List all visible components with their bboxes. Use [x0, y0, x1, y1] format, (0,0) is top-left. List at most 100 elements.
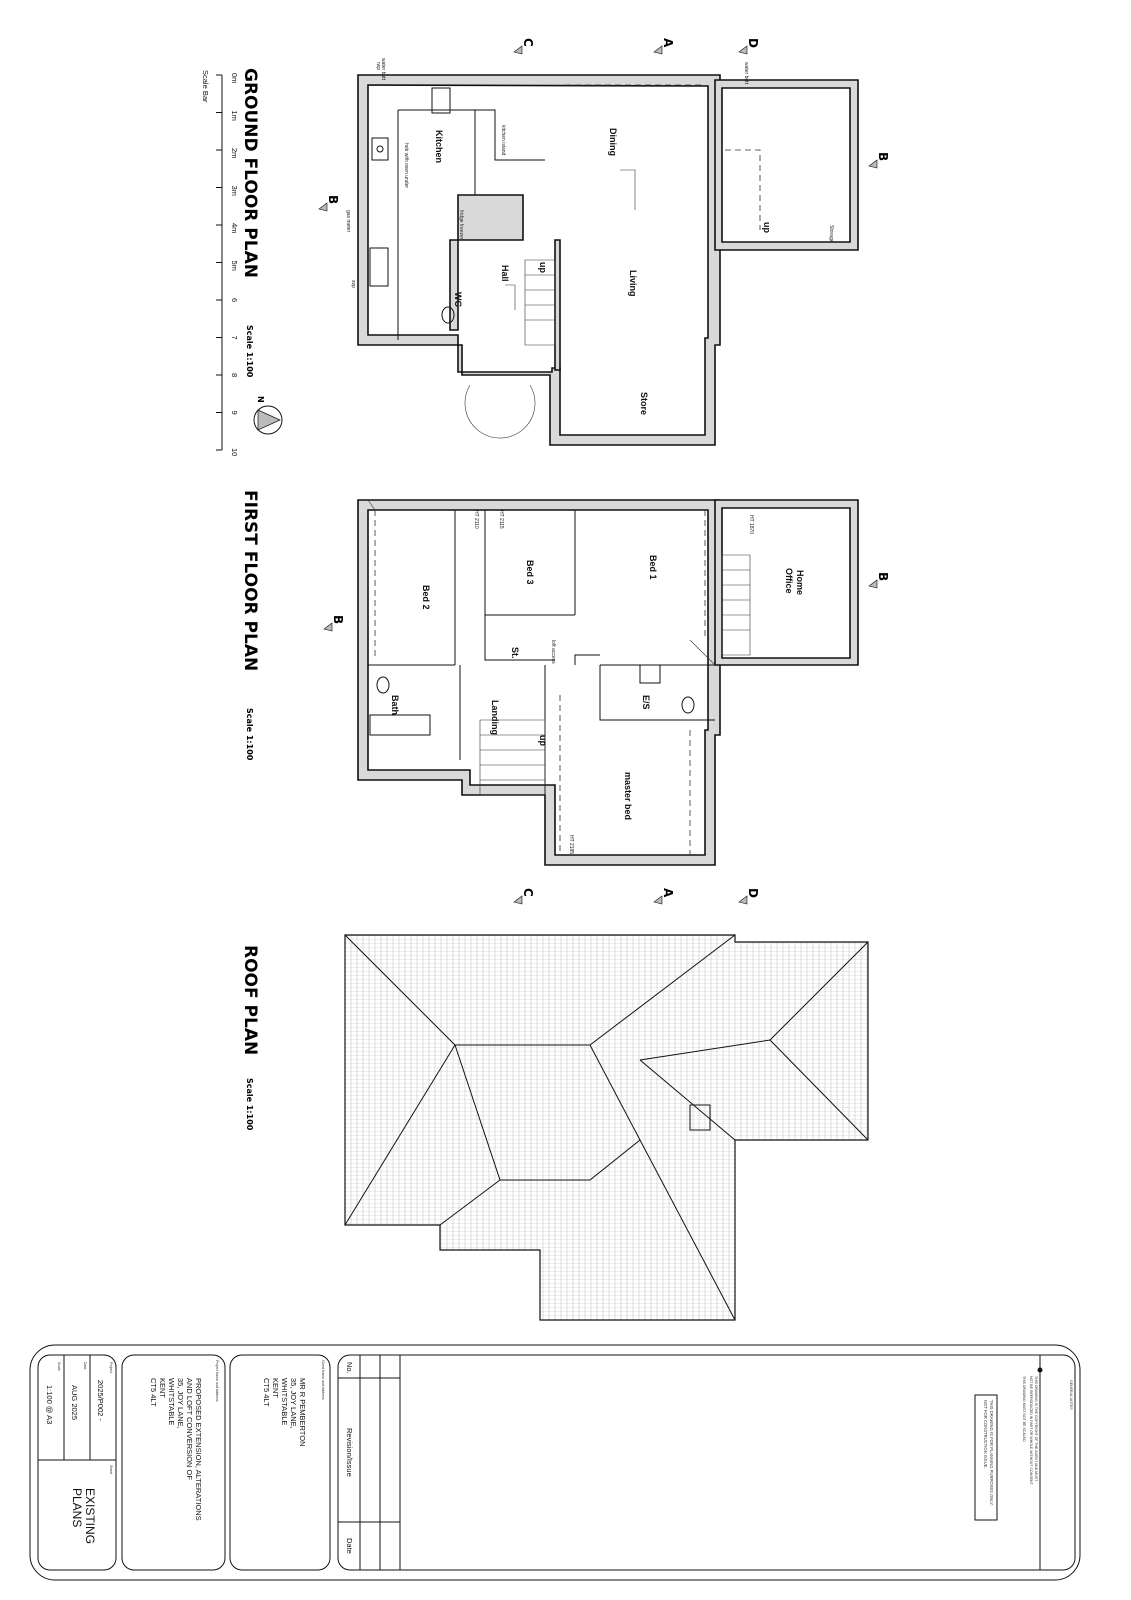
first-floor-scale: Scale 1:100: [245, 708, 254, 761]
ground-floor-plan: Kitchen Dining Living Hall WC Store up u…: [345, 58, 859, 446]
note-line: THIS DRAWING IS THE COPYRIGHT OF THE AGE…: [1034, 1376, 1038, 1482]
project-address-line: CT5 4LT: [149, 1378, 158, 1407]
scale-bar-tick-label: 0m: [230, 73, 239, 83]
section-marker-b: B: [876, 572, 890, 581]
room-label-store: Store: [639, 392, 649, 415]
loft-access-label: loft access: [550, 640, 556, 664]
stair-up-label-2: up: [762, 222, 772, 233]
project-address-line: AND LOFT CONVERSION OF: [185, 1378, 194, 1480]
section-marker-c: C: [521, 38, 535, 47]
height-label: HT 2115: [498, 510, 504, 529]
rwp-label: rwp: [375, 62, 381, 70]
stair-up-label: up: [538, 735, 548, 746]
section-marker-b: B: [331, 615, 345, 624]
room-label-living: Living: [628, 270, 638, 297]
section-marker-arrow: [323, 622, 333, 632]
section-marker-arrow: [513, 895, 523, 905]
ground-floor-scale: Scale 1:100: [245, 325, 254, 378]
revision-date-header: Date: [345, 1538, 354, 1554]
room-label-wc: WC: [453, 292, 463, 307]
hob-label: hob with oven under: [403, 143, 409, 188]
stair-up-label: up: [538, 262, 548, 273]
scale-label: Scale: [57, 1362, 61, 1371]
scale-value: 1:100 @ A3: [45, 1385, 54, 1424]
date-value: AUG 2025: [70, 1385, 79, 1420]
office-stairs: [721, 554, 751, 656]
landing-stairs: [479, 719, 546, 796]
room-label-landing: Landing: [490, 700, 500, 735]
client-address-line: 35, JOY LANE,: [289, 1378, 298, 1429]
room-label-kitchen: Kitchen: [434, 130, 444, 163]
section-marker-arrow: [738, 895, 748, 905]
storage-label: Storage: [828, 225, 834, 243]
note-line: THIS DRAWING MUST NOT BE SCALED.: [1022, 1376, 1026, 1442]
hob-icon: [371, 137, 389, 161]
partition-walls: [368, 510, 715, 855]
room-label-home-office-1: Home: [795, 570, 805, 595]
room-label-hall: Hall: [500, 265, 510, 282]
project-address-line: 35, JOY LANE,: [176, 1378, 185, 1429]
water-butt-label: water butt: [380, 58, 386, 81]
title-block: No. Revision/Issue Date GENERAL NOTES TH…: [29, 1344, 1081, 1581]
room-label-home-office-2: Office: [784, 568, 794, 594]
water-butt-label-2: water butt: [743, 62, 749, 85]
room-label-bed-1: Bed 1: [648, 555, 658, 580]
planning-notice: THIS DRAWING IS FOR PLANNING PURPOSES ON…: [989, 1400, 994, 1506]
room-label-bath: Bath: [390, 695, 400, 715]
project-no-label: Project: [109, 1362, 113, 1373]
height-label: HT 2185: [568, 835, 574, 854]
height-label: HT 1870: [748, 515, 754, 534]
scale-bar-tick-label: 9: [230, 411, 239, 415]
section-marker-arrow: [738, 45, 748, 55]
project-address-line: PROPOSED EXTENSION, ALTERATIONS: [194, 1378, 203, 1521]
bathtub-icon: [369, 714, 431, 736]
first-floor-plan: Bed 2 Bed 3 Bed 1 St. Landing Bath E/S m…: [357, 499, 859, 866]
first-floor-title: FIRST FLOOR PLAN: [240, 490, 260, 671]
scale-bar-label: Scale Bar: [201, 70, 210, 103]
roof-title: ROOF PLAN: [240, 945, 260, 1055]
plan-titles: GROUND FLOOR PLAN Scale 1:100 FIRST FLOO…: [240, 68, 260, 1131]
date-label: Date: [83, 1362, 87, 1369]
general-notes-label: GENERAL NOTES: [1069, 1380, 1073, 1410]
room-label-bed-2: Bed 2: [421, 585, 431, 610]
roof-scale: Scale 1:100: [245, 1078, 254, 1131]
project-label: Project Name and Address: [215, 1360, 219, 1402]
section-marker-arrow: [513, 45, 523, 55]
internal-walls: [449, 194, 561, 371]
eaves-lines: [374, 510, 706, 855]
section-marker-arrow: [868, 579, 878, 589]
first-outer-walls: [357, 499, 721, 866]
client-address-line: MR R PEMBERTON: [298, 1378, 307, 1446]
section-marker-b: B: [876, 152, 890, 161]
north-arrow: N: [253, 396, 283, 435]
gas-meter-label: gas meter: [345, 210, 351, 233]
scale-bar-tick-label: 1m: [230, 111, 239, 121]
project-address-line: WHITSTABLE: [167, 1378, 176, 1425]
roof-outline: [344, 934, 869, 1321]
hall-stairs: [524, 259, 556, 346]
ground-extension-walls: [714, 79, 859, 251]
sheet-title-line: PLANS: [70, 1488, 84, 1527]
info-icon: [1037, 1367, 1043, 1373]
fridge-label: fridge freezer: [458, 210, 464, 240]
scale-bar-tick-label: 6: [230, 298, 239, 302]
svp-label: svp: [350, 280, 356, 288]
section-marker-arrow: [868, 159, 878, 169]
revision-issue-header: Revision/Issue: [345, 1428, 354, 1477]
bathtub-icon: [369, 247, 389, 287]
section-marker-c: C: [521, 888, 535, 897]
client-label: Client Name and Address: [321, 1360, 325, 1400]
section-marker-a: A: [661, 38, 675, 48]
door-openings: [565, 84, 761, 230]
ground-floor-title: GROUND FLOOR PLAN: [240, 68, 260, 278]
basin-icon: [639, 664, 661, 684]
section-marker-d: D: [746, 38, 760, 48]
section-marker-arrow: [653, 45, 663, 55]
section-marker-d: D: [746, 888, 760, 898]
section-marker-b: B: [326, 195, 340, 204]
